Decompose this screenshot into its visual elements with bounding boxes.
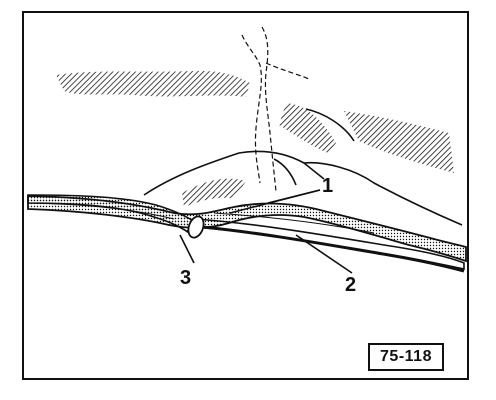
leader-line-3 (179, 234, 195, 264)
background-shading (56, 70, 454, 207)
pull-cord (27, 194, 205, 239)
figure-reference-box: 75-118 (368, 343, 444, 371)
figure-frame: 1 2 3 75-118 (22, 11, 469, 380)
callout-1: 1 (322, 175, 334, 197)
leader-line-1b (229, 189, 321, 214)
windshield-seal-illustration (27, 26, 467, 274)
trim-lip-outline (143, 108, 463, 226)
leader-lines (179, 189, 353, 274)
callout-3: 3 (180, 267, 192, 289)
hidden-edge-outline (241, 26, 310, 192)
figure-reference-number: 75-118 (380, 348, 432, 365)
callout-2: 2 (345, 274, 357, 296)
leader-line-2 (295, 234, 353, 274)
